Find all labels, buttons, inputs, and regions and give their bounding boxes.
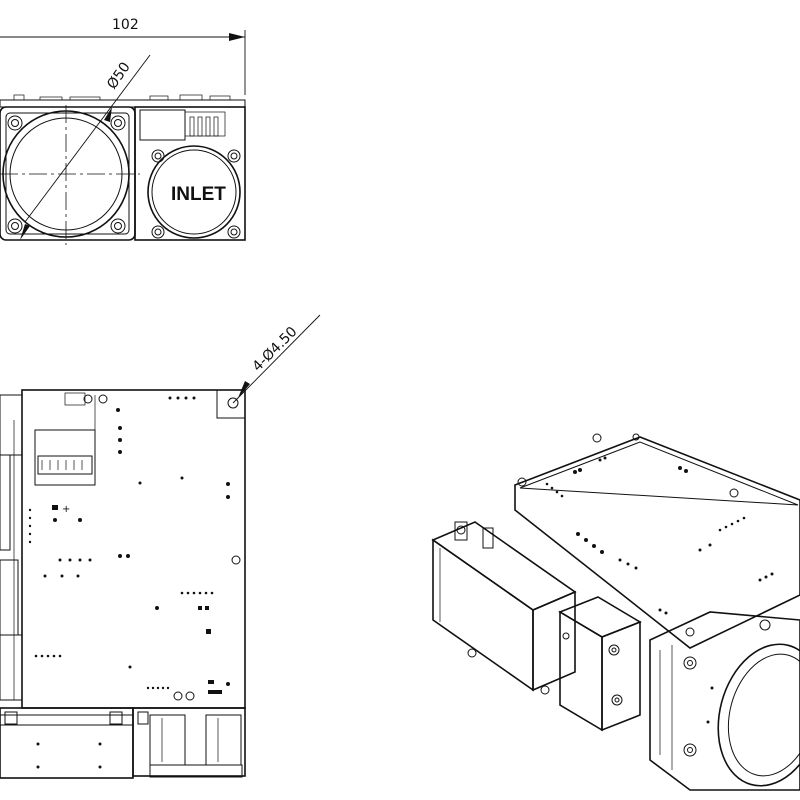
inlet-label: INLET — [171, 184, 226, 205]
iso-pcb — [514, 436, 800, 649]
inlet-port — [147, 145, 241, 239]
width-dimension-label: 102 — [112, 17, 139, 33]
isometric-view — [431, 433, 800, 791]
top-connector-block — [34, 392, 96, 486]
lens-diameter-label: Ø50 — [104, 59, 134, 92]
hole-dimension: 4-Ø4.50 — [232, 314, 321, 404]
front-view: 102 — [0, 17, 246, 245]
iso-pcb-components — [545, 456, 774, 615]
hole-dimension-label: 4-Ø4.50 — [250, 324, 301, 375]
iso-lens-housing — [649, 611, 800, 791]
svg-text:+: + — [62, 504, 70, 515]
top-pcb — [21, 389, 246, 709]
front-lens-housing — [0, 105, 140, 245]
iso-lens-outer — [717, 643, 800, 787]
width-dimension: 102 — [0, 17, 246, 95]
front-inlet-housing: INLET — [134, 106, 246, 241]
top-lower-housings — [0, 707, 246, 779]
front-pcb-strip — [0, 94, 246, 108]
top-pcb-components: + — [28, 396, 230, 701]
iso-lens-inner — [727, 653, 800, 777]
iso-cooler-block — [431, 521, 577, 695]
iso-inlet-box — [558, 596, 642, 732]
top-view: 4-Ø4.50 — [0, 314, 321, 779]
lens-diameter-dimension: Ø50 — [20, 54, 151, 240]
